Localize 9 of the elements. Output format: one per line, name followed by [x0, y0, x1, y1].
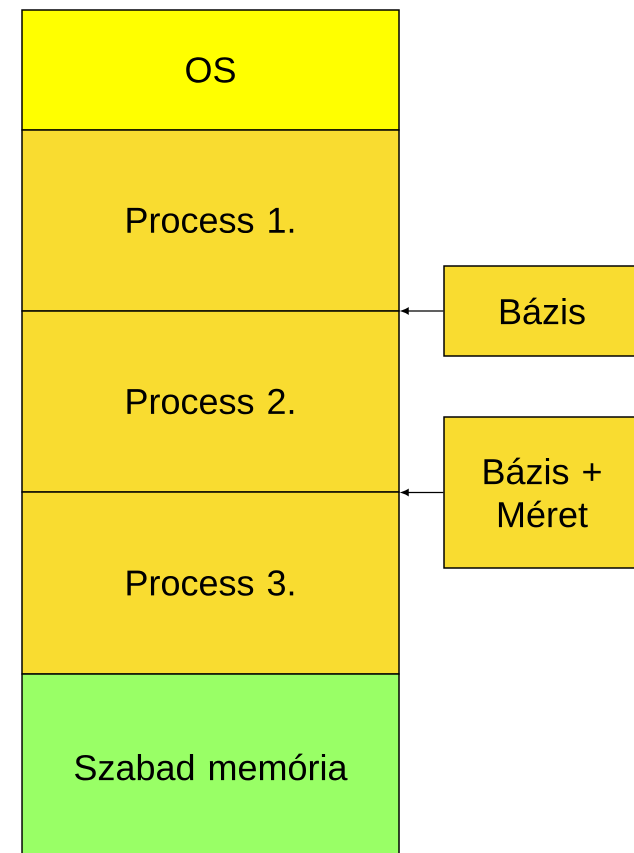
memory-band: Process 3. [21, 491, 400, 675]
address-box: Bázis [443, 265, 634, 357]
arrow [401, 489, 444, 496]
memory-band: Process 1. [21, 129, 400, 312]
arrow [401, 308, 444, 314]
memory-band: Process 2. [21, 310, 400, 493]
memory-band: OS [21, 9, 400, 131]
memory-band: Szabad memória [21, 673, 400, 853]
address-box: Bázis + Méret [443, 416, 634, 569]
